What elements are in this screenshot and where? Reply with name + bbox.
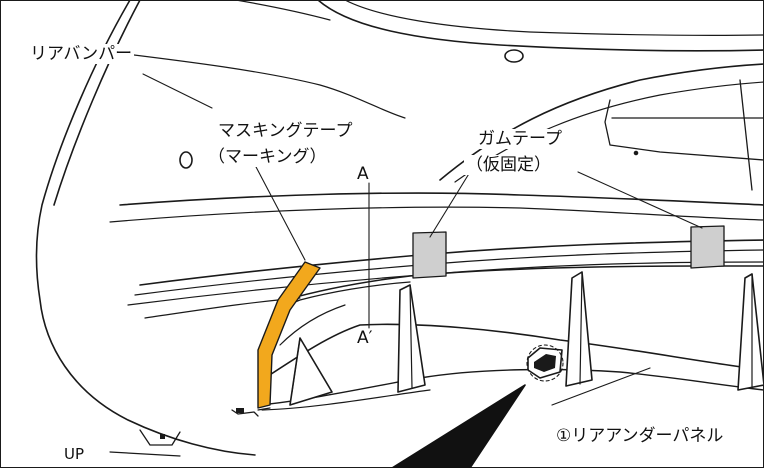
diffuser [259, 265, 764, 411]
gum-tape-note: （仮固定） [464, 155, 553, 175]
rear-under-panel-label: ①リアアンダーパネル [554, 426, 726, 446]
rear-bumper-label: リアバンパー [28, 44, 135, 64]
masking-tape-note: （マーキング） [206, 147, 329, 167]
masking-tape-strip [257, 261, 321, 409]
view-arrow [391, 384, 526, 468]
gum-tape-right [690, 225, 725, 269]
bumper-outline [35, 0, 764, 457]
up-direction-label: UP [64, 445, 85, 463]
section-a-prime-label: A′ [357, 328, 373, 348]
masking-tape-label: マスキングテープ [216, 121, 355, 141]
gum-tape-left [412, 231, 447, 279]
section-a-label: A [357, 164, 369, 184]
gum-tape-label: ガムテープ [476, 129, 564, 149]
leader-lines [142, 73, 703, 406]
